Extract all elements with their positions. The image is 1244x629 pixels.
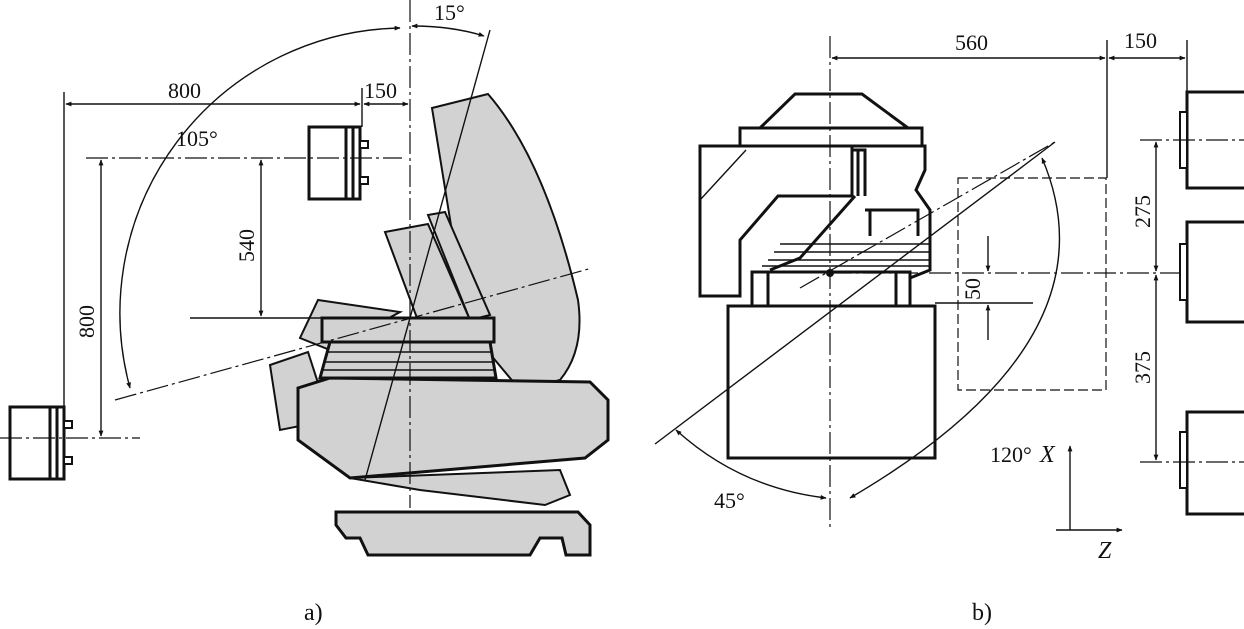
machine-foot (334, 510, 592, 557)
machine-base (296, 376, 610, 480)
dim-45-degree: 45° (714, 488, 745, 513)
dim-150-a: 150 (364, 78, 397, 103)
head-top (758, 92, 920, 130)
dim-50: 50 (960, 278, 985, 300)
dim-560: 560 (955, 30, 988, 55)
tool-holder-top (86, 125, 402, 201)
axis-label-z: Z (1098, 538, 1112, 564)
dim-105-degree: 105° (176, 126, 218, 151)
tool-holder-bottom (0, 405, 140, 481)
dim-150-b: 150 (1124, 28, 1157, 53)
table-b (750, 270, 912, 308)
axis-label-x: X (1039, 442, 1056, 468)
dim-800-horizontal: 800 (168, 78, 201, 103)
base-skirt (349, 468, 572, 507)
table-stack (318, 340, 498, 380)
head-cap (738, 126, 924, 148)
rotary-table (320, 316, 496, 344)
caption-a: a) (304, 600, 323, 626)
dim-15-degree: 15° (434, 0, 465, 25)
base-b (726, 304, 937, 460)
view-a: 800 150 15° 105° 540 800 a) (0, 0, 610, 626)
caption-b: b) (972, 600, 992, 626)
dim-275: 275 (1130, 195, 1155, 228)
tool-holders-right (1140, 90, 1244, 516)
dim-375: 375 (1130, 351, 1155, 384)
head-body (698, 144, 854, 298)
dim-540: 540 (234, 229, 259, 262)
dim-120-degree: 120° (990, 442, 1032, 467)
view-b: 560 150 275 50 375 120° 45° X Z b) (654, 28, 1244, 626)
dim-800-vertical: 800 (74, 305, 99, 338)
